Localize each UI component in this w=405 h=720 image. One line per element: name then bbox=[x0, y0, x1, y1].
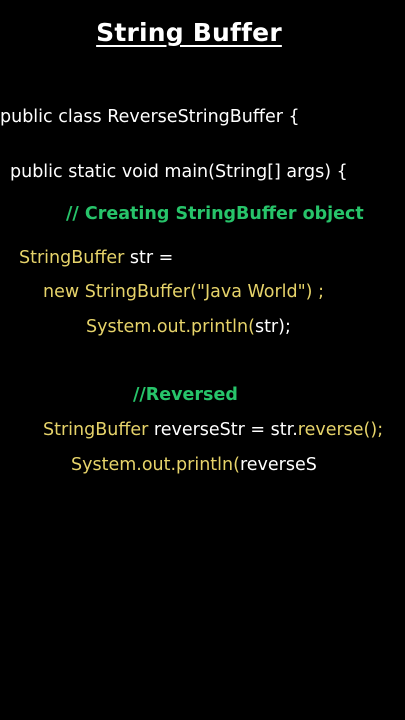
code-token-type: StringBuffer bbox=[43, 420, 149, 440]
code-token-rest: reverseS bbox=[239, 455, 317, 475]
code-line-print-reversed: System.out.println(reverseS bbox=[71, 454, 317, 476]
code-token-call: System.out.println( bbox=[71, 455, 240, 475]
code-line-new-stringbuffer: new StringBuffer("Java World") ; bbox=[43, 282, 324, 302]
code-line-print-str: System.out.println(str); bbox=[86, 316, 291, 338]
code-token-call: reverse(); bbox=[297, 420, 384, 440]
code-token-call: System.out.println( bbox=[86, 317, 255, 337]
page-title: String Buffer bbox=[96, 18, 282, 47]
code-token-mid: reverseStr = str. bbox=[148, 420, 298, 440]
code-line-class-declaration: public class ReverseStringBuffer { bbox=[0, 107, 300, 127]
code-line-main-declaration: public static void main(String[] args) { bbox=[10, 162, 348, 182]
code-line-str-declaration: StringBuffer str = bbox=[19, 247, 173, 269]
code-token-type: StringBuffer bbox=[19, 248, 125, 268]
code-token-rest: str); bbox=[254, 317, 291, 337]
code-line-reverse: StringBuffer reverseStr = str.reverse(); bbox=[43, 419, 383, 441]
code-token-rest: str = bbox=[124, 248, 174, 268]
code-comment-creating-object: // Creating StringBuffer object bbox=[66, 204, 364, 224]
code-comment-reversed: //Reversed bbox=[133, 385, 238, 405]
